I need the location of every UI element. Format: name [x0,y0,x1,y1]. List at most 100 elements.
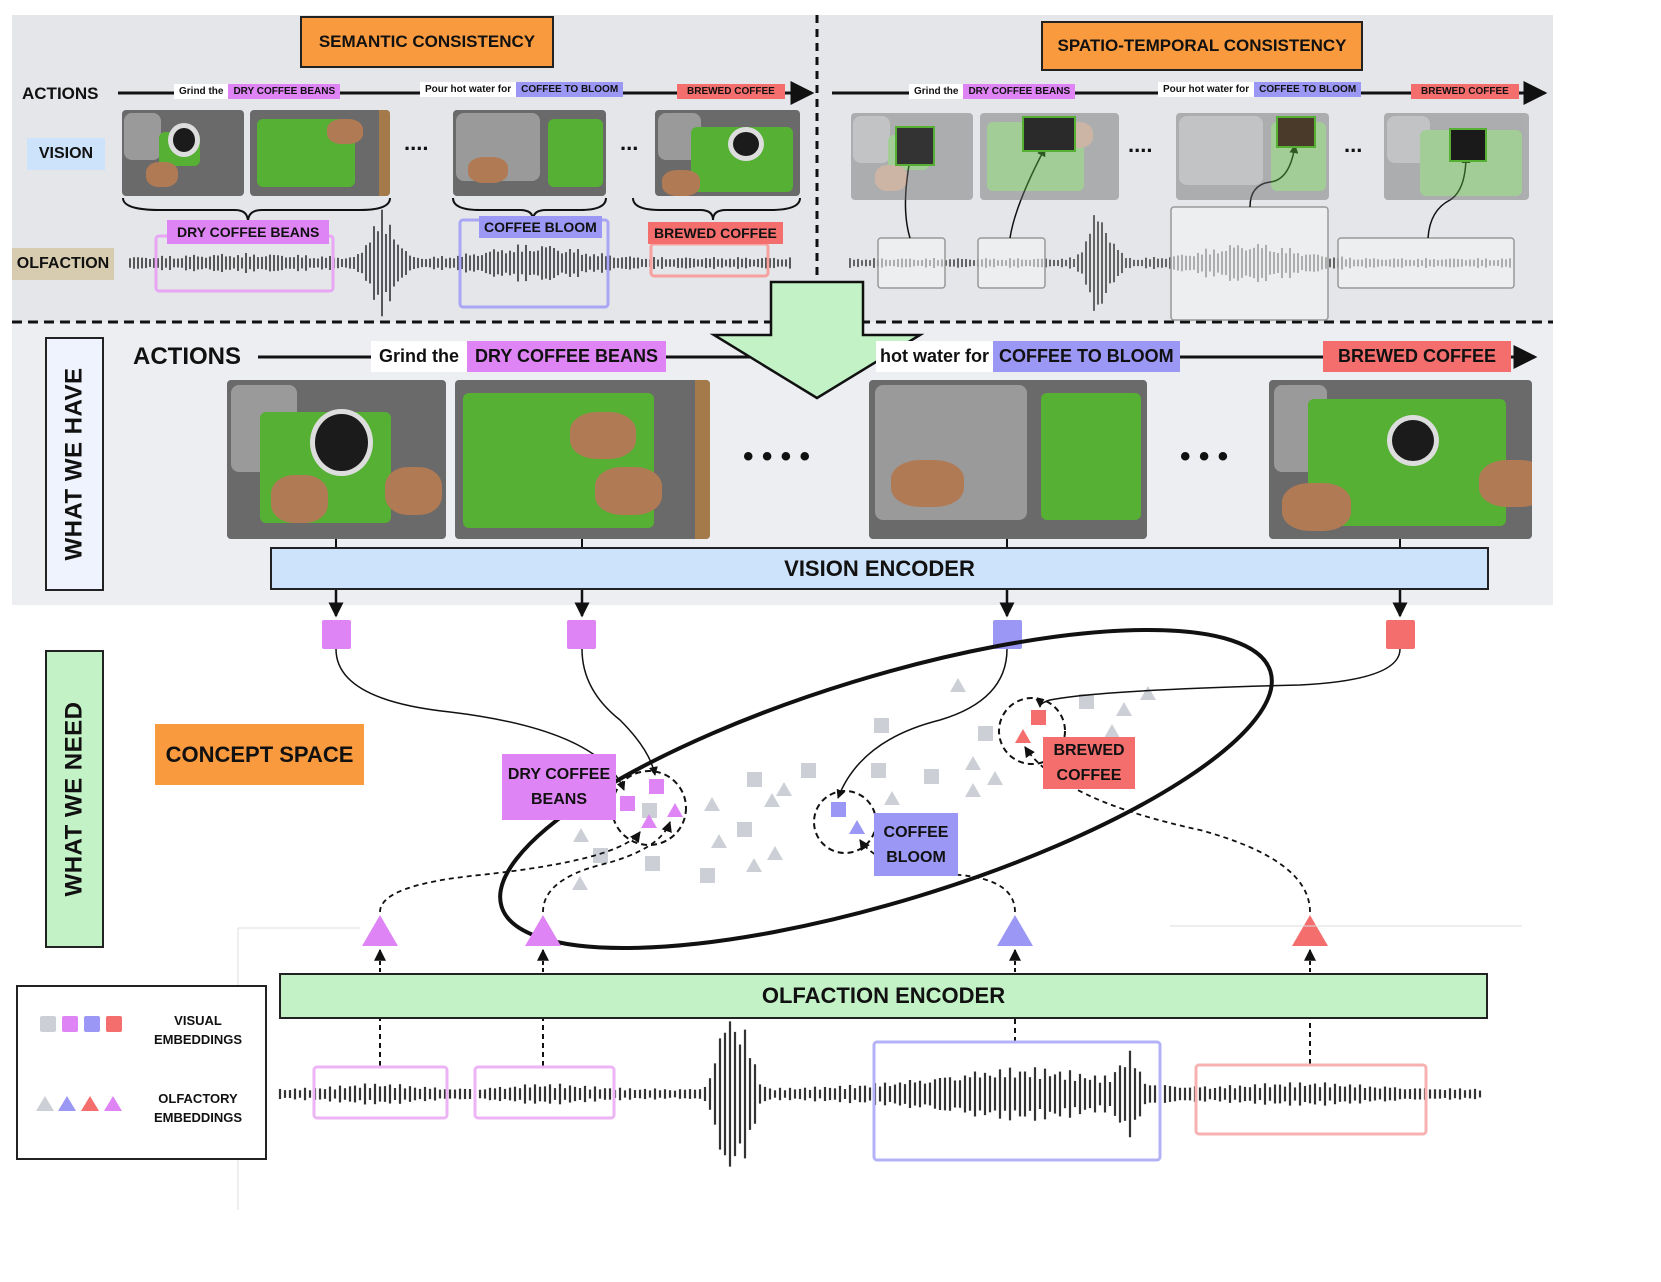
tr-smell-box-4 [1337,237,1515,289]
tl-action-1-tag: DRY COFFEE BEANS [228,84,341,99]
tl-action-1: Grind the DRY COFFEE BEANS [174,84,341,99]
tl-action-2-prefix: Pour hot water for [425,84,512,95]
bottom-smell-box-4 [1194,1063,1428,1136]
semantic-consistency-title: SEMANTIC CONSISTENCY [300,16,554,68]
legend-visual-blue [84,1016,100,1032]
tr-link-3 [1249,144,1299,208]
legend-visual-purple [62,1016,78,1032]
tr-frame-3-crop [1276,116,1316,148]
cluster-dry-label-line1: DRY COFFEE [507,766,611,783]
visual-embedding-brewed [1386,620,1415,649]
tr-action-2: Pour hot water for COFFEE TO BLOOM [1158,82,1362,97]
tl-ellipsis-2: ... [620,130,639,155]
tl-smell-label-1: DRY COFFEE BEANS [167,220,330,244]
olf-embedding-dry-2 [525,915,561,946]
cluster-brewed-label-line2: COFFEE [1056,767,1122,784]
concept-space-label: CONCEPT SPACE [155,724,364,785]
what-we-have-text: WHAT WE HAVE [60,367,88,561]
have-action-1-prefix: Grind the [379,346,459,366]
tr-action-1-tag: DRY COFFEE BEANS [963,84,1076,99]
have-actions-label: ACTIONS [133,343,241,370]
have-ellipsis-2: • • • [1180,440,1229,473]
have-action-1: Grind the DRY COFFEE BEANS [371,341,667,372]
olf-embedding-brewed [1292,915,1328,946]
what-we-need-text: WHAT WE NEED [60,701,88,897]
tr-action-3-tag: BREWED COFFEE [1411,84,1519,99]
have-frame-1 [227,380,446,539]
tr-action-2-prefix: Pour hot water for [1163,84,1250,95]
legend-visual-red [106,1016,122,1032]
tl-frame-2 [250,110,390,196]
cluster-brewed-circle [998,697,1066,765]
have-action-2-prefix: hot water for [880,346,990,366]
bottom-smell-box-1 [312,1065,449,1120]
have-action-2: hot water for COFFEE TO BLOOM [876,341,1180,372]
legend: VISUAL EMBEDDINGS OLFACTORY EMBEDDINGS [16,985,267,1160]
cluster-bloom-circle [813,790,877,854]
tl-action-2-tag: COFFEE TO BLOOM [516,82,624,97]
tr-smell-box-3 [1170,206,1329,321]
tl-vision-label: VISION [27,138,105,170]
vis-link-brewed [1035,648,1401,708]
cluster-bloom-label-line1: COFFEE [883,823,949,841]
tl-frame-1 [122,110,244,196]
bottom-smell-box-3 [872,1040,1162,1162]
tr-smell-box-2 [977,237,1046,289]
legend-olf-blue [58,1096,76,1111]
tl-smell-label-2: COFFEE BLOOM [479,216,602,238]
cluster-dry-square-2 [649,779,664,794]
visual-embedding-dry-2 [567,620,596,649]
cluster-dry-triangle-1 [641,814,657,828]
cluster-brewed-label: BREWED COFFEE [1043,737,1135,789]
have-frame-2 [455,380,710,539]
visual-embedding-dry-1 [322,620,351,649]
legend-visual-label: VISUAL EMBEDDINGS [138,1011,258,1049]
vis-link-bloom [836,648,1008,799]
tl-actions-label: ACTIONS [22,84,99,103]
tr-action-1: Grind the DRY COFFEE BEANS [909,84,1076,99]
cluster-dry-triangle-2 [667,803,683,817]
what-we-have-label: WHAT WE HAVE [45,337,104,591]
legend-olf-purple [104,1096,122,1111]
bottom-olfaction-waveform [278,1021,1482,1167]
legend-olfactory-label: OLFACTORY EMBEDDINGS [138,1089,258,1127]
tr-action-2-tag: COFFEE TO BLOOM [1254,82,1362,97]
spatio-temporal-consistency-title: SPATIO-TEMPORAL CONSISTENCY [1041,21,1363,71]
brace-1 [122,197,391,223]
cluster-bloom-label: COFFEE BLOOM [874,813,958,876]
tl-action-2: Pour hot water for COFFEE TO BLOOM [420,82,624,97]
tl-olfaction-waveform [129,209,791,317]
tr-frame-4 [1384,113,1529,200]
tr-action-1-prefix: Grind the [914,86,959,97]
olf-embedding-bloom [997,915,1033,946]
tr-ellipsis-2: ... [1344,132,1363,157]
legend-visual-line2: EMBEDDINGS [153,1032,243,1047]
cluster-bloom-label-line2: BLOOM [886,848,946,866]
olf-embedding-dry-1 [362,915,398,946]
olf-link-dry-2 [542,820,672,913]
have-action-2-tag: COFFEE TO BLOOM [993,341,1180,372]
concept-space-ellipse [498,627,1274,951]
tl-ellipsis-1: .... [404,130,429,155]
legend-olfactory-line2: EMBEDDINGS [153,1110,243,1125]
cluster-brewed-triangle [1015,729,1031,743]
olf-link-brewed [1024,746,1311,913]
legend-visual-line1: VISUAL [174,1013,222,1028]
olf-link-bloom [859,839,1016,913]
have-action-3-tag: BREWED COFFEE [1323,341,1512,372]
cluster-bloom-square [831,802,846,817]
have-action-1-tag: DRY COFFEE BEANS [467,341,667,372]
tl-olfaction-label: OLFACTION [12,248,114,280]
legend-visual-grey [40,1016,56,1032]
tr-frame-1-crop [895,126,935,166]
what-we-need-label: WHAT WE NEED [45,650,104,948]
bottom-smell-box-2 [473,1065,616,1120]
olf-link-dry-1 [379,831,641,913]
cluster-dry-square-1 [620,796,635,811]
cluster-dry-label-line2: BEANS [530,791,587,808]
tr-ellipsis-1: .... [1128,132,1153,157]
tl-action-3-tag: BREWED COFFEE [677,84,785,99]
cluster-brewed-square [1031,710,1046,725]
have-frame-3 [869,380,1147,539]
have-frame-4 [1269,380,1532,539]
